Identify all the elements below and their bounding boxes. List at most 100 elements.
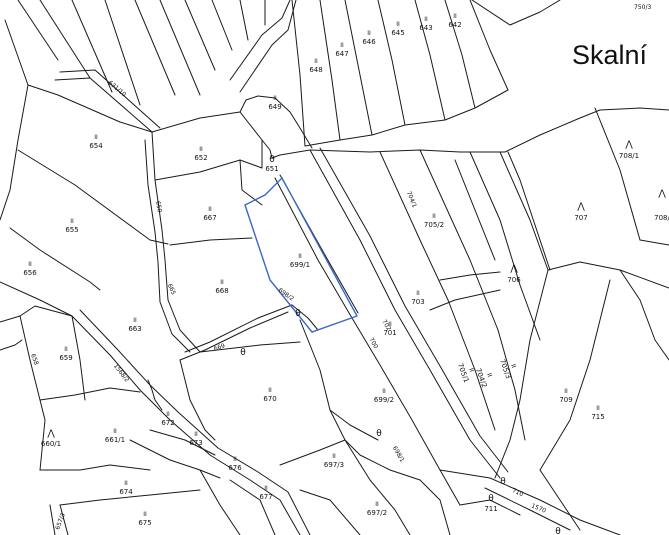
svg-text:676: 676 [228, 464, 242, 472]
svg-text:⋀: ⋀ [657, 189, 666, 199]
svg-text:667: 667 [203, 214, 216, 222]
svg-text:706: 706 [507, 276, 521, 284]
svg-text:668: 668 [215, 287, 228, 295]
svg-text:II: II [367, 30, 371, 37]
svg-text:II: II [332, 453, 336, 460]
strip-labels: 631/10 650 658 665 669 698/2 698/1 700 7… [29, 79, 547, 530]
svg-text:II: II [94, 134, 98, 141]
strip-label-702: 702 [380, 319, 392, 333]
selected-parcel-outline[interactable] [244, 176, 359, 333]
svg-text:II: II [396, 21, 400, 28]
svg-text:II: II [375, 501, 379, 508]
svg-text:II: II [208, 206, 212, 213]
svg-text:II: II [233, 456, 237, 463]
svg-text:II: II [268, 387, 272, 394]
svg-text:711: 711 [484, 505, 497, 513]
svg-text:646: 646 [362, 38, 376, 46]
svg-text:697/2: 697/2 [367, 509, 387, 517]
parcel-label-660-1: ⋀660/1 [41, 429, 61, 448]
strip-label-657-3: 657/3 [54, 512, 67, 531]
svg-text:θ: θ [269, 155, 275, 165]
svg-text:II: II [28, 261, 32, 268]
svg-text:643: 643 [419, 24, 432, 32]
svg-text:II: II [264, 485, 268, 492]
svg-text:661/1: 661/1 [105, 436, 125, 444]
svg-text:647: 647 [335, 50, 348, 58]
strip-label-698-1: 698/1 [391, 445, 406, 464]
svg-text:II: II [432, 213, 436, 220]
svg-text:663: 663 [128, 325, 141, 333]
svg-text:652: 652 [194, 154, 207, 162]
strip-label-665: 665 [166, 283, 177, 297]
theta-marker: θ [376, 429, 382, 439]
strip-label-650: 650 [154, 200, 163, 213]
svg-text:672: 672 [161, 419, 174, 427]
svg-text:II: II [564, 388, 568, 395]
svg-text:II: II [64, 346, 68, 353]
svg-text:675: 675 [138, 519, 151, 527]
svg-text:656: 656 [23, 269, 37, 277]
svg-text:705/3: 705/3 [498, 358, 512, 380]
svg-text:645: 645 [391, 29, 404, 37]
strip-label-1568-2: 1568/2 [112, 363, 131, 384]
svg-text:677: 677 [259, 493, 272, 501]
parcel-label-708-x: ⋀708/ [654, 189, 669, 222]
strip-label-710: 710 [511, 487, 525, 498]
svg-text:659: 659 [59, 354, 72, 362]
corner-parcel-label: 750/3 [634, 4, 651, 11]
svg-text:649: 649 [268, 103, 281, 111]
svg-text:648: 648 [309, 66, 322, 74]
svg-text:II: II [298, 253, 302, 260]
svg-text:θ: θ [488, 494, 494, 504]
svg-text:707: 707 [574, 214, 587, 222]
svg-text:660/1: 660/1 [41, 440, 61, 448]
svg-text:670: 670 [263, 395, 276, 403]
svg-text:699/2: 699/2 [374, 396, 394, 404]
parcel-label-707: ⋀ 707 [574, 202, 587, 222]
svg-text:⋀: ⋀ [624, 140, 633, 150]
parcel-label-706: ⋀706 [507, 264, 521, 284]
svg-text:II: II [453, 13, 457, 20]
svg-text:II: II [509, 363, 517, 369]
strip-label-669: 669 [213, 342, 226, 353]
svg-text:II: II [166, 411, 170, 418]
svg-text:705/2: 705/2 [424, 221, 444, 229]
svg-text:697/3: 697/3 [324, 461, 344, 469]
svg-text:II: II [388, 321, 392, 328]
svg-text:II: II [143, 511, 147, 518]
svg-text:703: 703 [411, 298, 424, 306]
svg-text:⋀: ⋀ [576, 202, 585, 212]
svg-text:II: II [220, 279, 224, 286]
svg-text:II: II [424, 16, 428, 23]
strip-label-1570: 1570 [530, 503, 547, 515]
strip-label-658: 658 [29, 353, 40, 366]
